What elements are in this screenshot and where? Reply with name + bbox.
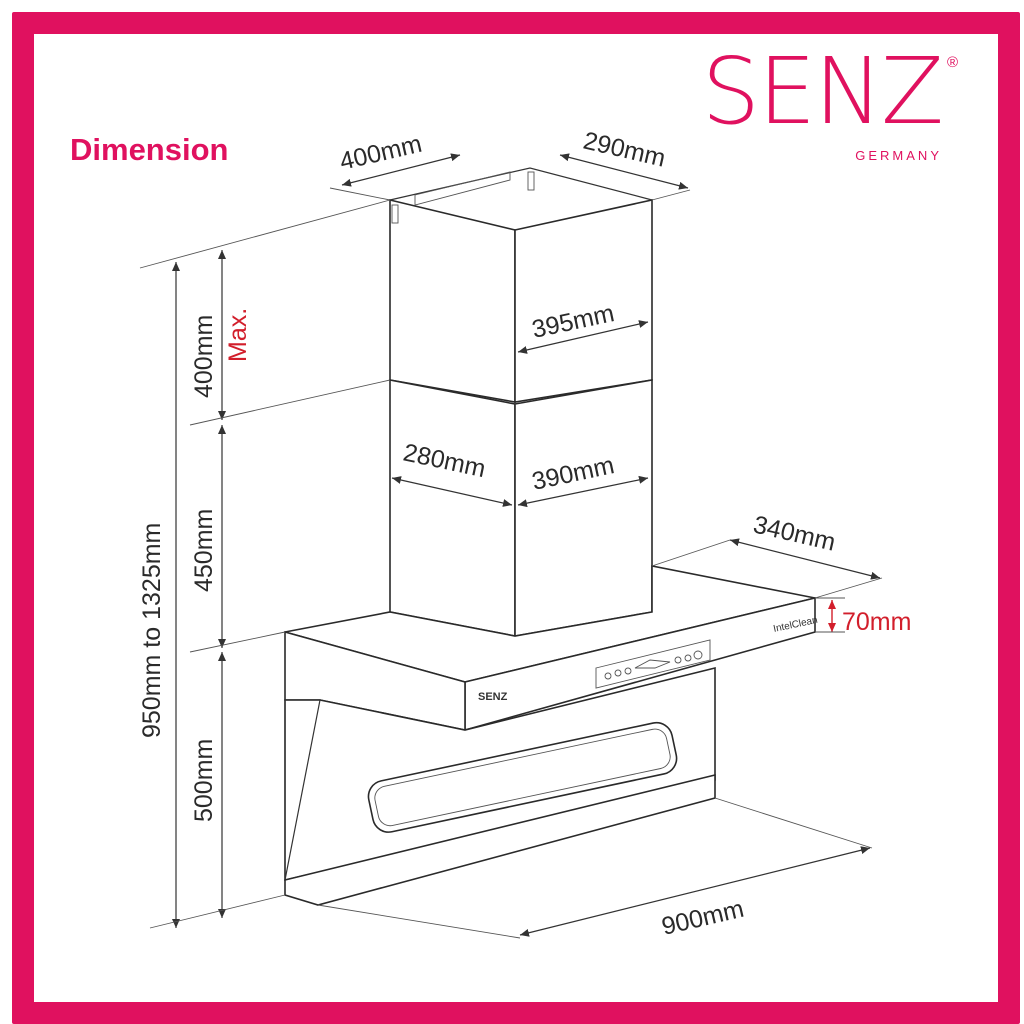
hood-width-line [519, 846, 871, 937]
label-upper-chimney-height: 400mm [190, 315, 218, 398]
brand-name: SENZ [701, 38, 944, 145]
label-overall-height: 950mm to 1325mm [138, 523, 166, 738]
upper-chimney-left-face [389, 198, 516, 403]
label-hood-width: 900mm [659, 895, 747, 941]
upper-chimney-front-face [514, 199, 653, 403]
power-button [693, 650, 703, 660]
lower-chimney-front-face [514, 379, 653, 637]
control-button-1 [604, 672, 612, 680]
control-display [634, 659, 671, 669]
wall-bracket [414, 171, 511, 206]
extension-hood-front [814, 577, 883, 599]
label-chimney-top-depth: 290mm [581, 127, 669, 173]
dimension-lines [139, 153, 883, 939]
glass-left-edge [284, 699, 321, 881]
label-lower-chimney-height: 450mm [190, 509, 218, 592]
air-intake-slot-inner [374, 728, 671, 827]
bracket-clip-left [391, 204, 399, 224]
brand-registered-mark: ® [946, 54, 958, 71]
extension-hood-right [714, 797, 873, 849]
control-button-5 [684, 654, 692, 662]
control-button-3 [624, 667, 632, 675]
extension-chimney-right [651, 189, 691, 201]
hood-body: SENZ IntelClean [284, 565, 819, 906]
extension-hood-back [651, 539, 731, 567]
hood-front-logo: SENZ [478, 691, 508, 703]
air-intake-slot [367, 721, 678, 833]
extension-top [139, 199, 391, 269]
label-upper-chimney-max: Max. [224, 308, 252, 362]
hood-depth-line [729, 538, 881, 580]
extension-bottom [149, 894, 286, 929]
brand-subtitle: GERMANY [855, 148, 942, 163]
extension-hood-left [317, 904, 521, 939]
chimney [389, 167, 653, 637]
hood-bottom-lip [284, 773, 716, 906]
chimney-top-depth-line [559, 153, 689, 190]
lower-chimney-width-line [517, 475, 649, 508]
upper-chimney-width-line [517, 320, 649, 354]
label-hood-body-height: 500mm [190, 739, 218, 822]
label-hood-thickness: 70mm [842, 608, 911, 636]
page-title: Dimension [70, 132, 229, 167]
control-button-4 [674, 656, 682, 664]
extension-chimney-left [329, 187, 391, 201]
lower-chimney-depth-line [391, 476, 513, 507]
chimney-top-edge [389, 167, 653, 201]
label-chimney-top-width: 400mm [337, 130, 425, 176]
control-button-2 [614, 669, 622, 677]
extension-mid-lower [189, 631, 286, 653]
bracket-clip-right [527, 171, 535, 191]
control-panel [595, 639, 711, 689]
border-frame [12, 12, 1020, 1024]
chimney-top-width-line [341, 153, 461, 187]
extension-mid-upper [189, 379, 391, 426]
brand-logo: SENZ ® GERMANY [652, 38, 958, 176]
label-hood-depth: 340mm [751, 511, 839, 557]
lower-chimney-left-face [389, 379, 516, 637]
